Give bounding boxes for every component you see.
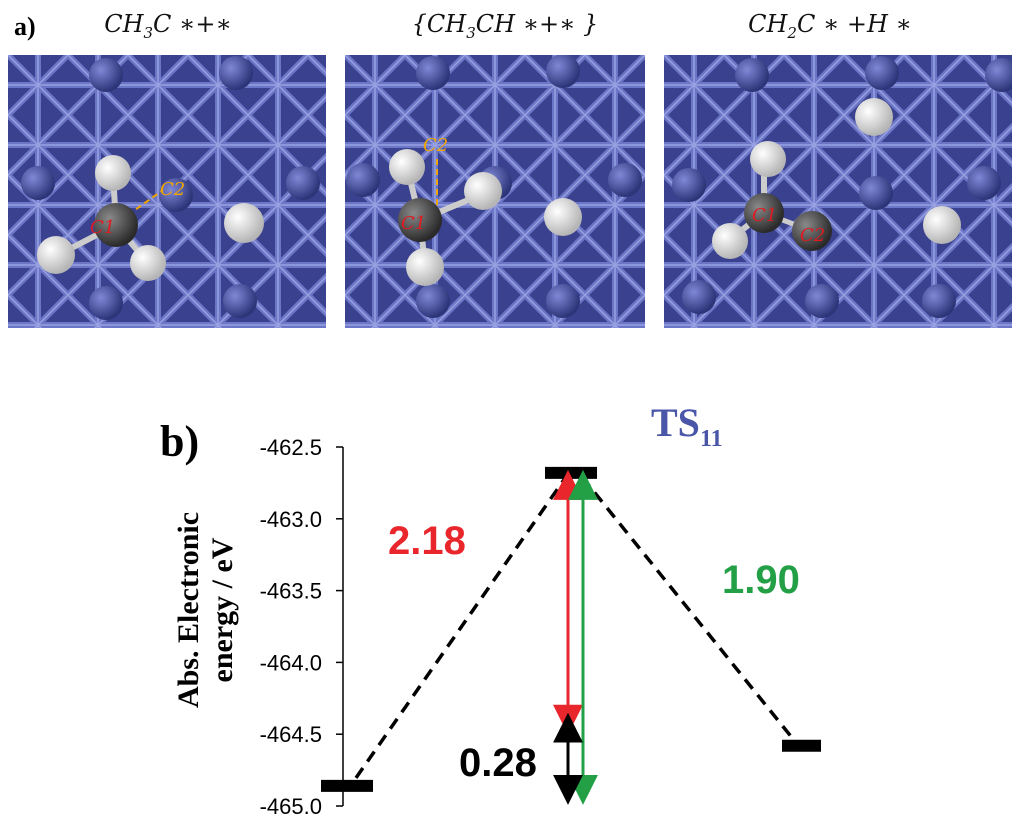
y-tick-label: -464.0 bbox=[260, 650, 322, 675]
ts-label: TS11 bbox=[651, 400, 723, 452]
y-tick-label: -464.5 bbox=[260, 722, 322, 747]
structure-1-svg: C1 C2 bbox=[8, 55, 326, 328]
structure-1-image: C1 C2 bbox=[8, 55, 326, 328]
y-axis-ticks: -462.5 -463.0 -463.5 -464.0 -464.5 -465.0 bbox=[260, 435, 343, 818]
c1-label: C1 bbox=[752, 205, 777, 226]
ts-label-main: TS bbox=[651, 400, 700, 445]
connector-initial-ts bbox=[354, 475, 568, 779]
structure-3-title: CH2C ∗ +H ∗ bbox=[670, 10, 990, 42]
y-tick-label: -462.5 bbox=[260, 435, 322, 460]
structure-3-image: C1 C2 bbox=[664, 55, 1012, 328]
c2-label: C2 bbox=[800, 225, 825, 246]
structure-3-svg: C1 C2 bbox=[664, 55, 1012, 328]
structure-1-title-rest: C ∗+∗ bbox=[153, 10, 232, 38]
y-axis-label: Abs. Electronic energy / eV bbox=[172, 512, 239, 708]
structure-2-title-main: {CH bbox=[411, 10, 467, 38]
structure-2-image: C1 C2 bbox=[345, 55, 645, 328]
c1-label: C1 bbox=[401, 213, 426, 234]
barrier-value-forward: 2.18 bbox=[388, 519, 466, 563]
c2-label: C2 bbox=[160, 179, 185, 200]
structure-2-title: {CH3CH ∗+∗ } bbox=[345, 10, 665, 42]
structure-2-svg: C1 C2 bbox=[345, 55, 645, 328]
reaction-energy-value: 0.28 bbox=[459, 741, 537, 785]
structure-1-title: CH3C ∗+∗ bbox=[8, 10, 328, 42]
y-tick-label: -465.0 bbox=[260, 794, 322, 818]
y-tick-label: -463.5 bbox=[260, 579, 322, 604]
y-tick-label: -463.0 bbox=[260, 507, 322, 532]
barrier-value-reverse: 1.90 bbox=[722, 558, 800, 602]
connector-ts-final bbox=[580, 475, 794, 739]
structure-1-title-main: CH bbox=[104, 10, 144, 38]
y-axis-label-line2: energy / eV bbox=[206, 537, 239, 682]
structure-3-title-rest: C ∗ +H ∗ bbox=[796, 10, 912, 38]
panel-a-label: a) bbox=[14, 12, 36, 41]
structure-2-title-sub: 3 bbox=[466, 23, 476, 42]
panel-b-label: b) bbox=[160, 417, 200, 466]
structure-2-title-rest: CH ∗+∗ } bbox=[475, 10, 599, 38]
structure-1-title-sub: 3 bbox=[143, 23, 154, 42]
c2-label: C2 bbox=[423, 135, 448, 156]
ts-label-sub: 11 bbox=[700, 426, 723, 452]
c1-label: C1 bbox=[90, 217, 115, 238]
carbon-atom bbox=[94, 203, 138, 247]
structure-3-title-main: CH bbox=[748, 10, 788, 38]
structure-3-title-sub: 2 bbox=[787, 23, 797, 42]
y-axis-label-line1: Abs. Electronic bbox=[172, 512, 205, 708]
